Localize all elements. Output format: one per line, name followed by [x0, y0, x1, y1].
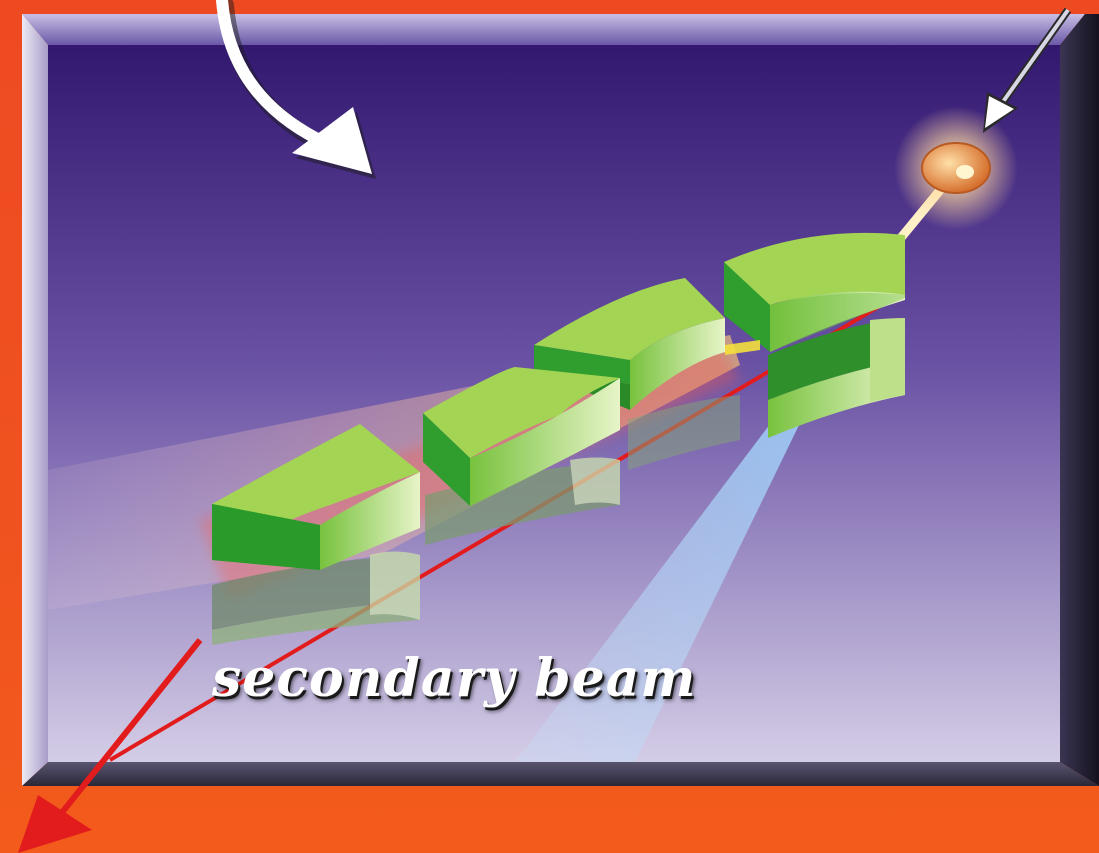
panel-bevel-bottom — [22, 762, 1099, 786]
panel-bevel-right — [1060, 14, 1099, 786]
target-hotspot — [956, 165, 974, 179]
panel-bevel-top — [22, 14, 1085, 45]
target-disc — [922, 143, 990, 193]
target — [894, 106, 1018, 230]
secondary-beam-label: secondary beam — [212, 648, 696, 709]
panel-bevel-left — [22, 14, 48, 786]
